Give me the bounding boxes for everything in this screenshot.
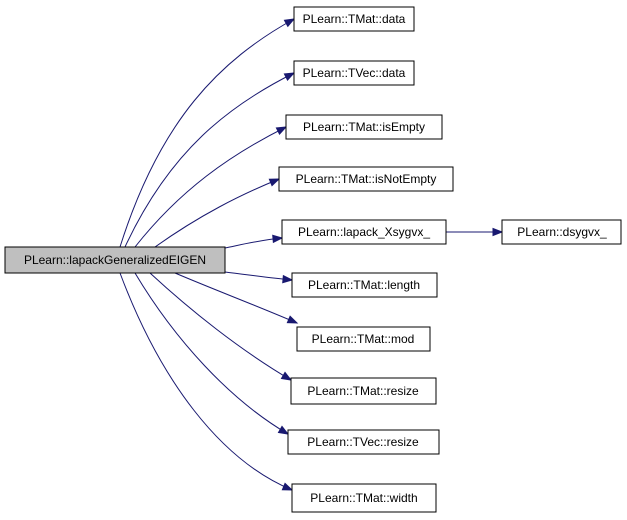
arrowhead-icon — [492, 227, 504, 237]
arrowhead-icon — [283, 72, 296, 82]
node-dsygvx-label: PLearn::dsygvx_ — [517, 225, 607, 239]
node-tmat-isnotempty-label: PLearn::TMat::isNotEmpty — [296, 172, 437, 186]
arrowhead-icon — [277, 425, 290, 435]
edge-to-tmat-isnotempty — [154, 178, 281, 248]
root-node-label: PLearn::lapackGeneralizedEIGEN — [24, 253, 206, 267]
node-tmat-length-label: PLearn::TMat::length — [308, 278, 420, 292]
node-dsygvx[interactable]: PLearn::dsygvx_ — [501, 219, 622, 245]
node-tmat-resize[interactable]: PLearn::TMat::resize — [290, 377, 437, 405]
root-node[interactable]: PLearn::lapackGeneralizedEIGEN — [4, 246, 226, 274]
arrowhead-icon — [268, 178, 281, 187]
edge-to-tmat-isempty — [134, 126, 288, 248]
node-tmat-mod-label: PLearn::TMat::mod — [312, 332, 415, 346]
node-tvec-resize-label: PLearn::TVec::resize — [307, 435, 419, 449]
node-tmat-data-label: PLearn::TMat::data — [303, 12, 406, 26]
arrowhead-icon — [280, 371, 293, 381]
edge-to-tmat-length — [224, 271, 294, 284]
node-lapack-xsygvx[interactable]: PLearn::lapack_Xsygvx_ — [281, 219, 447, 245]
node-tmat-width[interactable]: PLearn::TMat::width — [291, 483, 437, 513]
edge-to-tmat-resize — [149, 272, 293, 381]
node-tmat-resize-label: PLearn::TMat::resize — [307, 384, 419, 398]
node-tmat-mod[interactable]: PLearn::TMat::mod — [296, 326, 431, 352]
node-tmat-width-label: PLearn::TMat::width — [310, 491, 417, 505]
node-tvec-data-label: PLearn::TVec::data — [303, 66, 406, 80]
call-edges — [119, 18, 504, 491]
arrowhead-icon — [283, 18, 296, 28]
arrowhead-icon — [282, 274, 294, 284]
node-tmat-length[interactable]: PLearn::TMat::length — [291, 272, 438, 298]
edge-to-tmat-data — [119, 18, 296, 248]
arrowhead-icon — [281, 482, 294, 491]
node-tmat-isempty-label: PLearn::TMat::isEmpty — [303, 120, 425, 134]
edge-to-tvec-resize — [134, 272, 290, 435]
node-tvec-resize[interactable]: PLearn::TVec::resize — [287, 429, 440, 455]
edge-to-tvec-data — [124, 72, 296, 248]
node-tvec-data[interactable]: PLearn::TVec::data — [293, 60, 415, 86]
edge-to-tmat-mod — [174, 272, 299, 324]
edge-to-dsygvx — [446, 227, 504, 237]
arrowhead-icon — [286, 315, 299, 324]
node-lapack-xsygvx-label: PLearn::lapack_Xsygvx_ — [298, 225, 430, 239]
edge-to-tmat-width — [119, 272, 294, 491]
arrowhead-icon — [275, 126, 288, 136]
node-tmat-isnotempty[interactable]: PLearn::TMat::isNotEmpty — [278, 166, 454, 192]
node-tmat-isempty[interactable]: PLearn::TMat::isEmpty — [285, 114, 443, 140]
node-tmat-data[interactable]: PLearn::TMat::data — [293, 6, 415, 32]
arrowhead-icon — [272, 234, 284, 244]
edge-to-lapack-xsygvx — [224, 234, 284, 249]
